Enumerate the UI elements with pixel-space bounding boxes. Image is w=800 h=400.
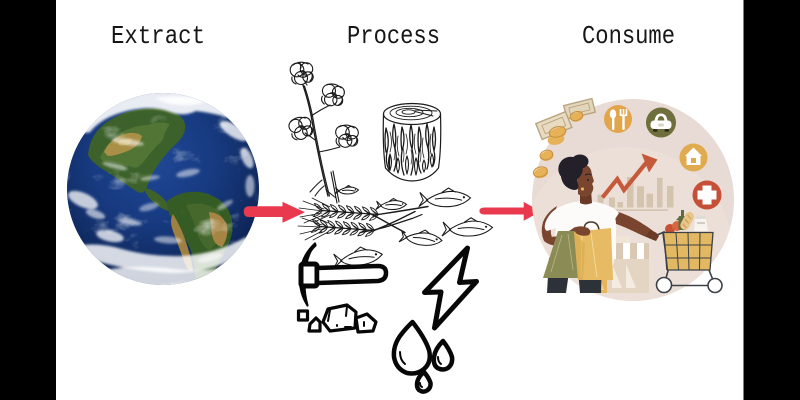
svg-text:Process: Process <box>347 21 440 51</box>
svg-text:Extract: Extract <box>111 21 205 51</box>
svg-text:Consume: Consume <box>582 21 675 51</box>
